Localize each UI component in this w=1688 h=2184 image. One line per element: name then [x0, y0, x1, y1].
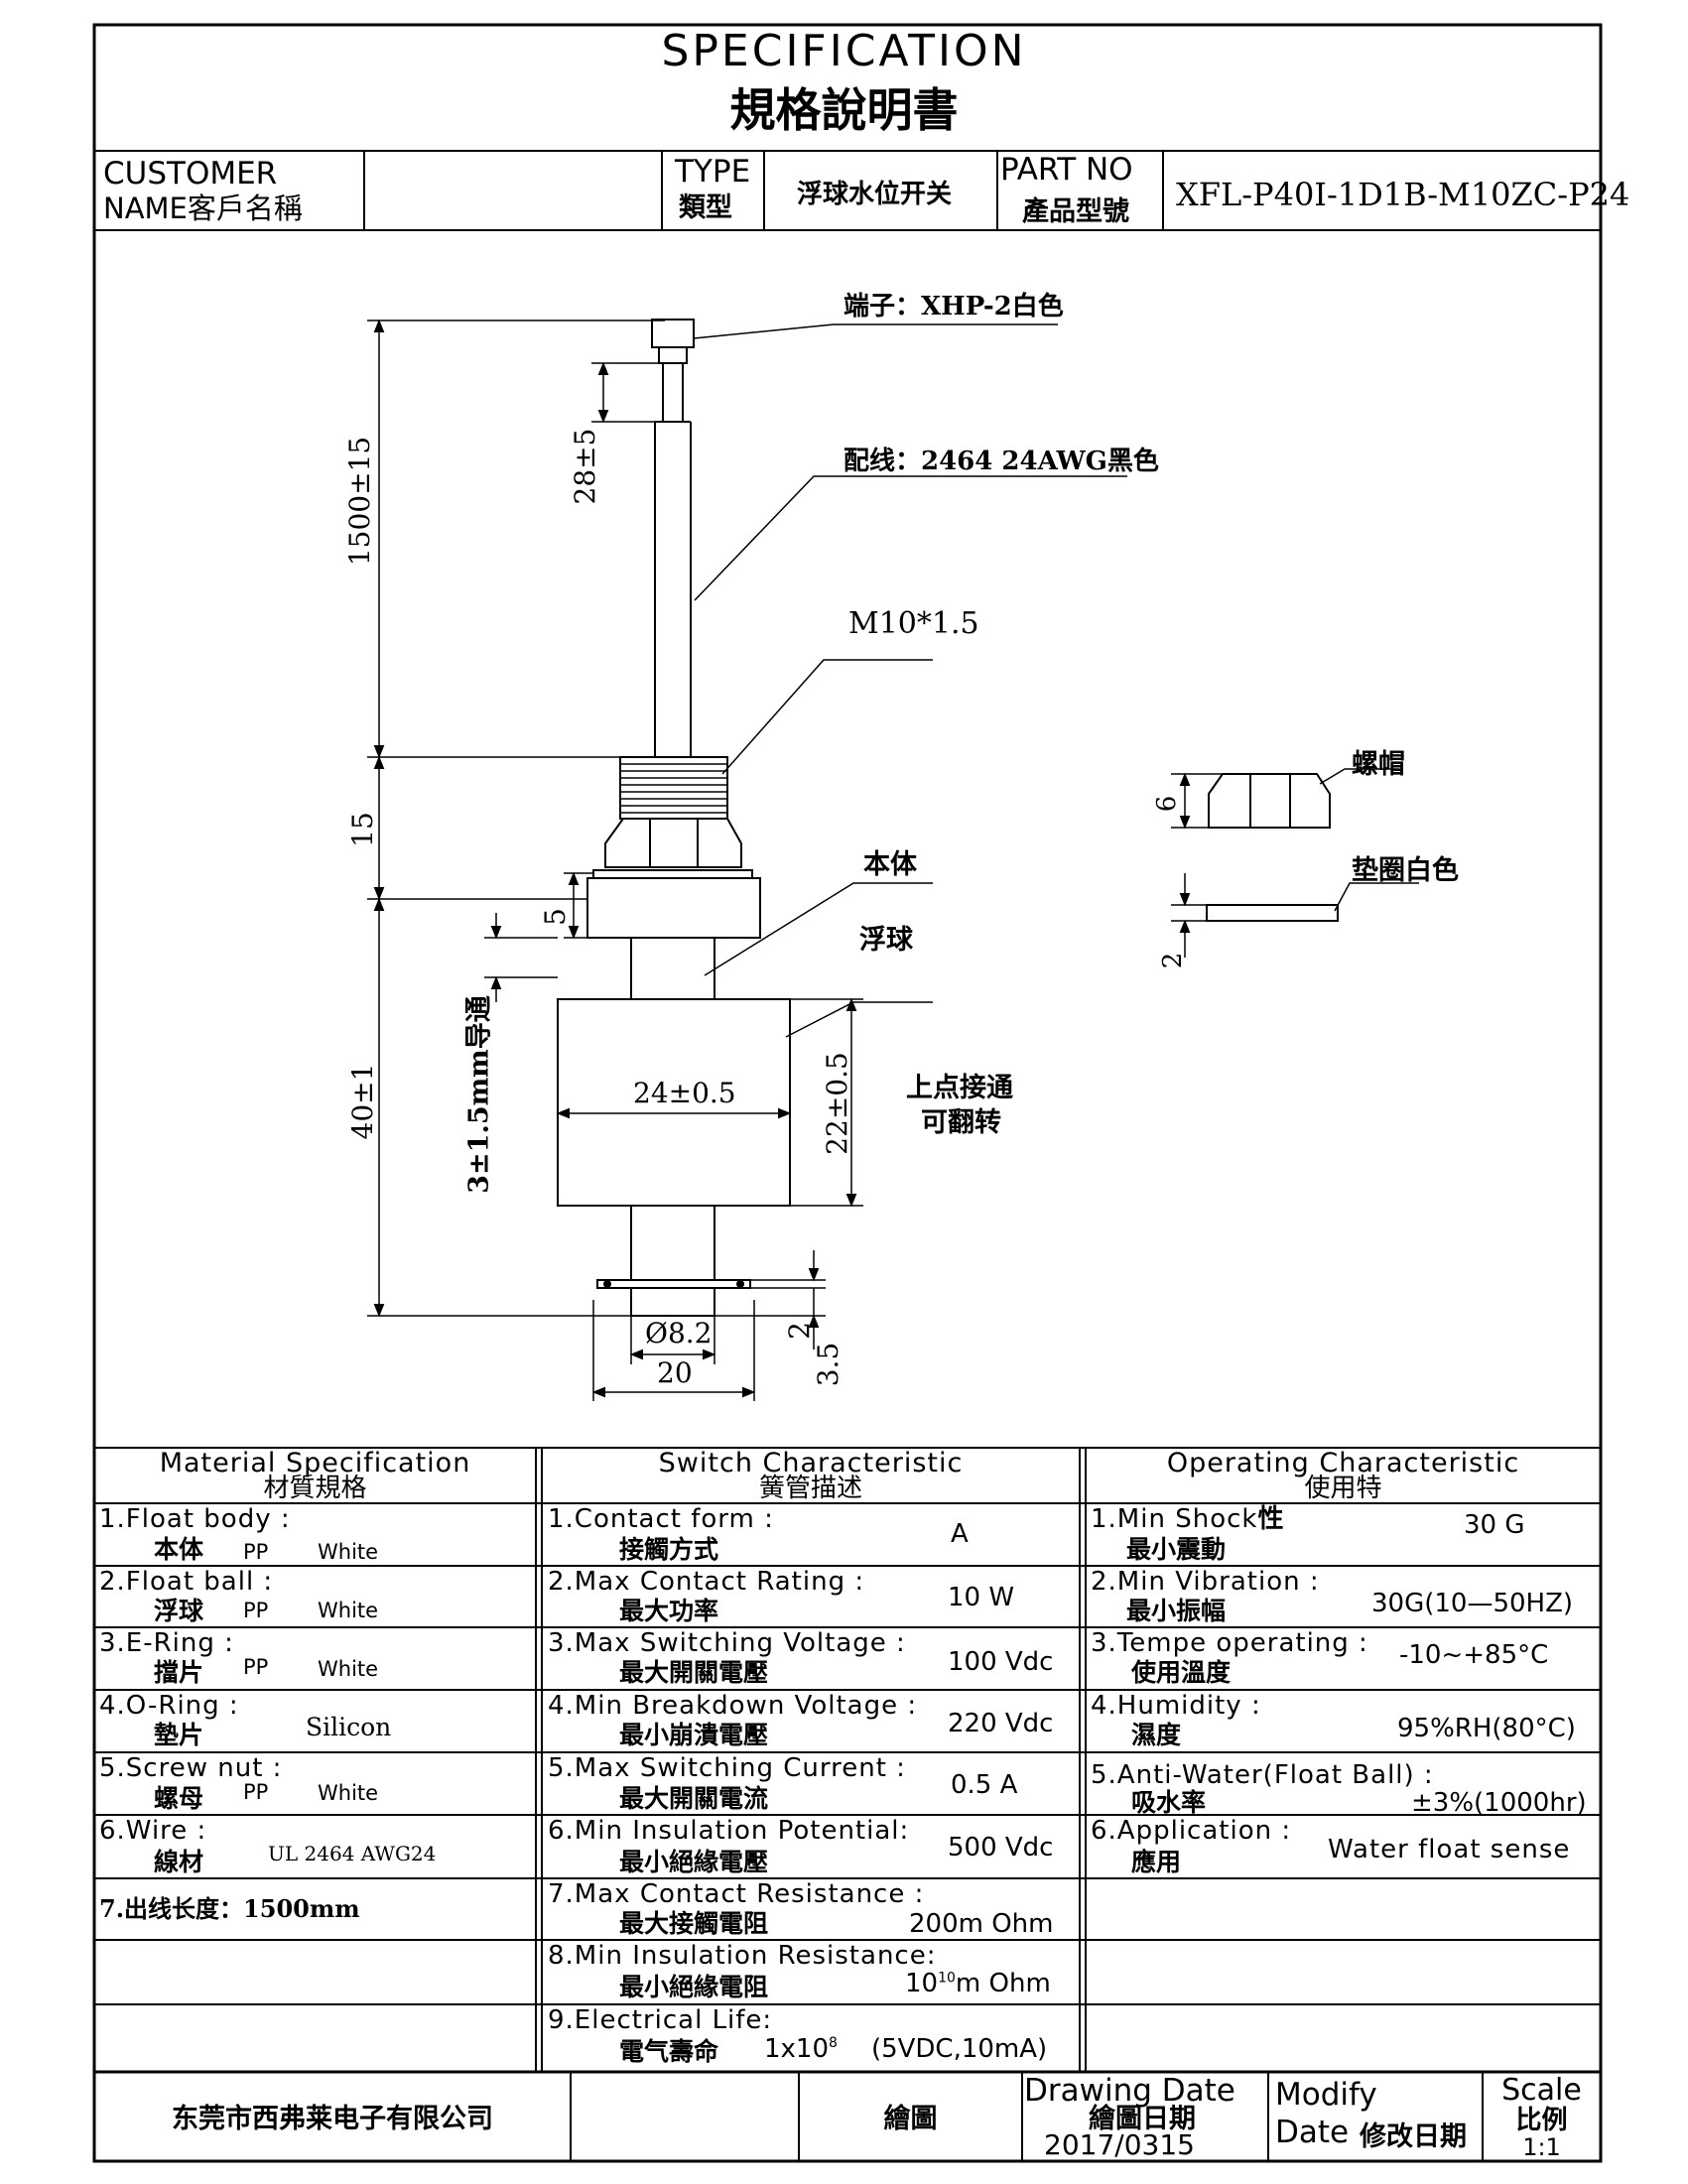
modify-label-en-1: Modify	[1275, 2077, 1377, 2113]
part-no-label-zh: 產品型號	[1022, 196, 1129, 227]
dim-stroke: 3±1.5mm导通	[463, 995, 495, 1194]
dim-clip: 2	[783, 1322, 816, 1340]
float-label: 浮球	[859, 925, 913, 956]
title-zh: 規格說明書	[729, 83, 959, 137]
header-material-zh: 材質規格	[263, 1474, 367, 1503]
dim-bottom-dia: Ø8.2	[645, 1317, 713, 1349]
modify-label-zh: 修改日期	[1360, 2121, 1467, 2152]
nut-label: 螺帽	[1352, 749, 1405, 780]
scale-label-en: Scale	[1501, 2073, 1582, 2108]
part-no-value: XFL-P40I-1D1B-M10ZC-P24	[1176, 176, 1630, 213]
dim-thread: 15	[346, 812, 379, 847]
drawing-date-label-en: Drawing Date	[1024, 2073, 1235, 2109]
contact-note-2: 可翻转	[921, 1107, 1001, 1138]
dim-float-height: 22±0.5	[821, 1052, 853, 1155]
type-label-en: TYPE	[675, 154, 751, 190]
body-label: 本体	[863, 849, 917, 880]
wire-label: 配线：2464 24AWG黑色	[844, 447, 1159, 476]
dim-nut: 6	[1152, 795, 1182, 813]
washer-label: 垫圈白色	[1352, 855, 1459, 886]
header-switch-zh: 簧管描述	[758, 1474, 862, 1503]
header-operating-zh: 使用特	[1304, 1474, 1382, 1503]
header-switch-en: Switch Characteristic	[658, 1448, 964, 1478]
header-material-en: Material Specification	[159, 1448, 471, 1478]
scale-value: 1:1	[1522, 2133, 1561, 2161]
dim-total-length: 1500±15	[343, 436, 376, 567]
terminal-label: 端子：XHP-2白色	[844, 292, 1064, 321]
customer-label-en: CUSTOMER	[103, 156, 278, 192]
modify-label-en-2: Date	[1275, 2115, 1350, 2150]
drawing-date-label-zh: 繪圖日期	[1089, 2104, 1196, 2134]
dim-flange: 5	[539, 908, 572, 926]
contact-note-1: 上点接通	[906, 1073, 1013, 1103]
scale-label-zh: 比例	[1515, 2106, 1568, 2135]
part-no-label-en: PART NO	[1000, 152, 1133, 188]
company-name: 东莞市西弗莱电子有限公司	[172, 2104, 493, 2134]
drawing-date-value: 2017/0315	[1044, 2128, 1195, 2161]
dim-strip: 28±5	[569, 428, 601, 505]
dim-stem: 40±1	[346, 1063, 379, 1140]
customer-label-zh: NAME客戶名稱	[103, 192, 303, 225]
dim-tip: 3.5	[812, 1342, 844, 1387]
thread-label: M10*1.5	[848, 606, 979, 641]
type-label-zh: 類型	[679, 193, 732, 223]
type-value: 浮球水位开关	[797, 180, 953, 209]
header-operating-en: Operating Characteristic	[1166, 1448, 1520, 1478]
dim-bottom-width: 20	[657, 1356, 693, 1389]
dim-washer: 2	[1158, 952, 1188, 969]
title-en: SPECIFICATION	[661, 26, 1027, 76]
dim-float-dia: 24±0.5	[633, 1077, 736, 1109]
drawn-label: 繪圖	[883, 2104, 938, 2134]
